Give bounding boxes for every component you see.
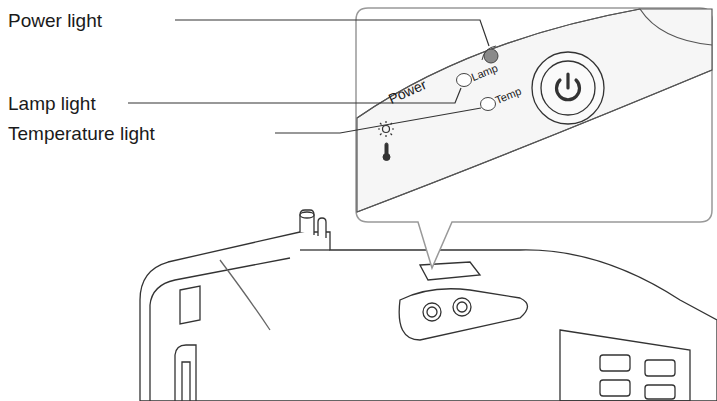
temp-icon (383, 143, 390, 161)
control-panel (357, 9, 712, 212)
inset-bubble (356, 8, 712, 268)
panel-label: Power (386, 77, 428, 106)
leader-line (128, 20, 489, 133)
panel-label: Temp (494, 86, 523, 106)
callout-label: Temperature light (8, 124, 155, 143)
callout-label: Lamp light (8, 94, 96, 113)
temp-led (481, 98, 496, 111)
power-button (532, 52, 604, 124)
panel-label: Lamp (470, 62, 500, 83)
led-bezel (482, 46, 496, 60)
lamp-led (457, 74, 472, 87)
callout-label: Power light (8, 11, 102, 30)
